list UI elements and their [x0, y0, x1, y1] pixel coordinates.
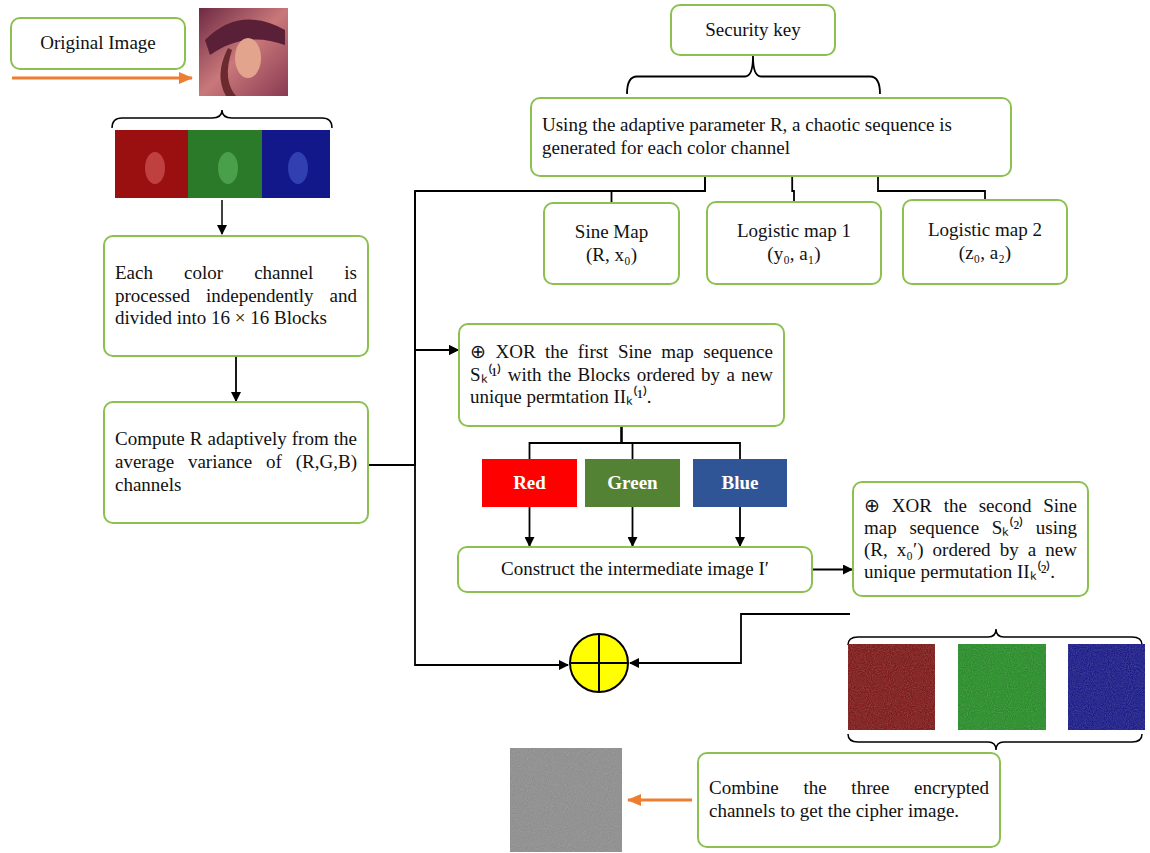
connector: [739, 507, 741, 546]
process-box: Compute R adaptively from the average va…: [103, 401, 369, 524]
xor-circle: [570, 634, 628, 692]
connector: [369, 350, 458, 465]
process-box: Security key: [670, 4, 836, 56]
connector: [622, 427, 741, 459]
node-text: Construct the intermediate image I′: [469, 558, 801, 581]
process-box: Each color channel is processed independ…: [103, 235, 369, 357]
process-box: Using the adaptive parameter R, a chaoti…: [530, 97, 1012, 177]
node-text: Sine Map: [555, 221, 668, 244]
encrypted-channels: [848, 644, 1145, 730]
process-box: Original Image: [10, 17, 186, 70]
node-text: Logistic map 1: [718, 220, 870, 243]
node-text: (z₀, a₂): [914, 242, 1056, 265]
channel-images: [115, 130, 330, 198]
orange-arrow: [628, 799, 692, 802]
connector: [813, 569, 852, 571]
color-box: Green: [585, 459, 680, 507]
process-box: Construct the intermediate image I′: [457, 546, 813, 593]
xor-symbol: [570, 634, 628, 692]
connector: [632, 507, 634, 546]
process-box: ⊕ XOR the second Sine map sequence Sₖ⁽²⁾…: [852, 481, 1089, 597]
process-box: ⊕ XOR the first Sine map sequence Sₖ⁽¹⁾ …: [458, 323, 785, 427]
connector: [529, 507, 531, 546]
connector: [878, 177, 985, 199]
feedback-line: [630, 614, 850, 663]
node-text: (R, x₀): [555, 244, 668, 267]
noise: [510, 748, 622, 852]
green-channel: [188, 130, 262, 198]
brace: [848, 734, 1142, 750]
red-channel: [115, 130, 188, 198]
green-channel-face: [218, 152, 238, 184]
brace: [112, 110, 332, 128]
color-box: Blue: [693, 459, 787, 507]
blue-channel: [262, 130, 330, 198]
connector: [530, 427, 622, 459]
node-text: Blue: [722, 472, 759, 495]
process-box: Logistic map 2(z₀, a₂): [902, 199, 1068, 285]
connector: [627, 56, 880, 94]
node-text: Security key: [682, 19, 824, 42]
connector: [612, 177, 705, 202]
node-text: Using the adaptive parameter R, a chaoti…: [542, 114, 1000, 160]
blue-channel-face: [288, 152, 308, 184]
process-box: Sine Map(R, x₀): [543, 202, 680, 285]
red-channel-face: [145, 152, 165, 184]
node-text: Each color channel is processed independ…: [115, 262, 357, 330]
face-shape: [235, 38, 261, 78]
node-text: Compute R adaptively from the average va…: [115, 428, 357, 496]
connector: [792, 177, 794, 201]
connector: [235, 357, 237, 401]
node-text: Red: [513, 472, 546, 495]
node-text: Combine the three encrypted channels to …: [709, 777, 989, 823]
node-text: Logistic map 2: [914, 219, 1056, 242]
noise: [958, 644, 1046, 730]
orange-arrow: [12, 77, 192, 80]
node-text: ⊕ XOR the first Sine map sequence Sₖ⁽¹⁾ …: [470, 341, 773, 409]
arrow: [221, 200, 223, 234]
original-image: [199, 8, 288, 96]
noise: [848, 644, 935, 730]
process-box: Combine the three encrypted channels to …: [697, 752, 1001, 848]
brace: [848, 629, 1142, 645]
noise: [1068, 644, 1145, 730]
encrypted-red: [848, 644, 935, 730]
cipher-image: [510, 748, 622, 852]
node-text: Original Image: [22, 32, 174, 55]
process-box: Logistic map 1(y₀, a₁): [706, 201, 882, 285]
node-text: ⊕ XOR the second Sine map sequence Sₖ⁽²⁾…: [864, 495, 1077, 582]
hair-shape: [220, 48, 236, 96]
node-text: (y₀, a₁): [718, 243, 870, 266]
xor-cross: [598, 634, 600, 692]
image-ground: [199, 8, 288, 96]
encrypted-green: [958, 644, 1046, 730]
color-box: Red: [482, 459, 577, 507]
encrypted-blue: [1068, 644, 1145, 730]
node-text: Green: [607, 472, 657, 495]
